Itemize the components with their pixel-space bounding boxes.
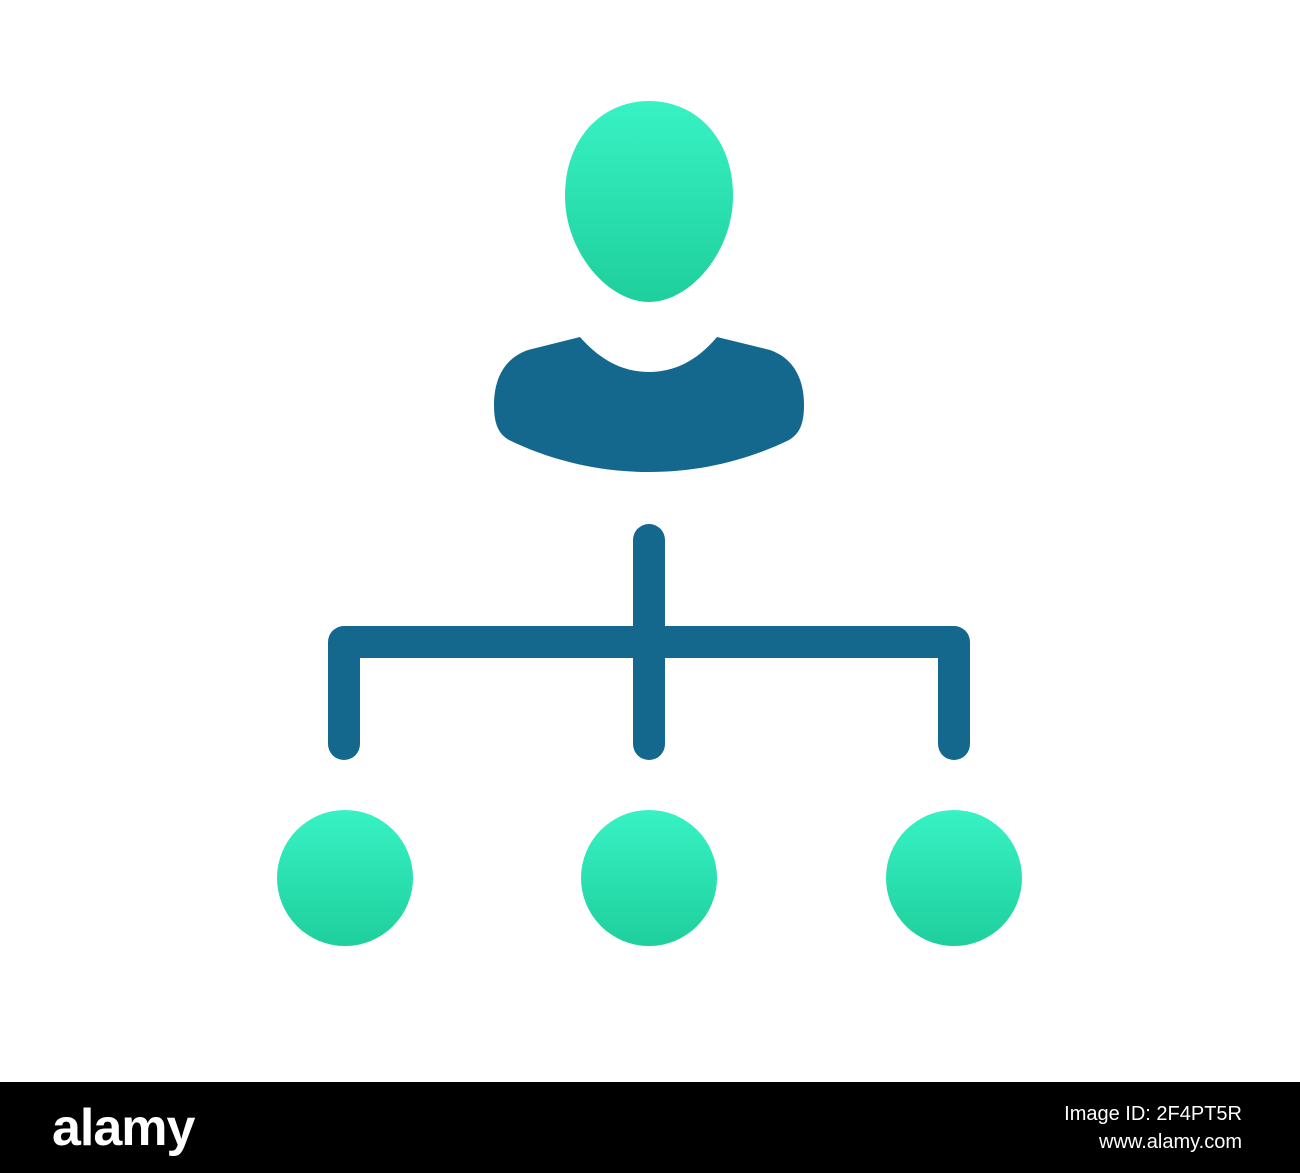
image-id-label: Image ID: 2F4PT5R <box>1064 1103 1242 1125</box>
connector-crossbar <box>328 626 970 760</box>
manager-head <box>565 101 733 302</box>
connector-lines <box>328 524 970 760</box>
watermark-footer: alamy Image ID: 2F4PT5R www.alamy.com <box>0 1082 1300 1173</box>
icon-canvas <box>277 101 1022 946</box>
subordinate-node-right <box>886 810 1022 946</box>
manager-body <box>494 337 804 472</box>
org-chart-icon <box>277 101 1022 946</box>
site-url-label: www.alamy.com <box>1099 1131 1242 1153</box>
subordinate-node-left <box>277 810 413 946</box>
subordinate-node-center <box>581 810 717 946</box>
alamy-logo: alamy <box>52 1099 195 1157</box>
